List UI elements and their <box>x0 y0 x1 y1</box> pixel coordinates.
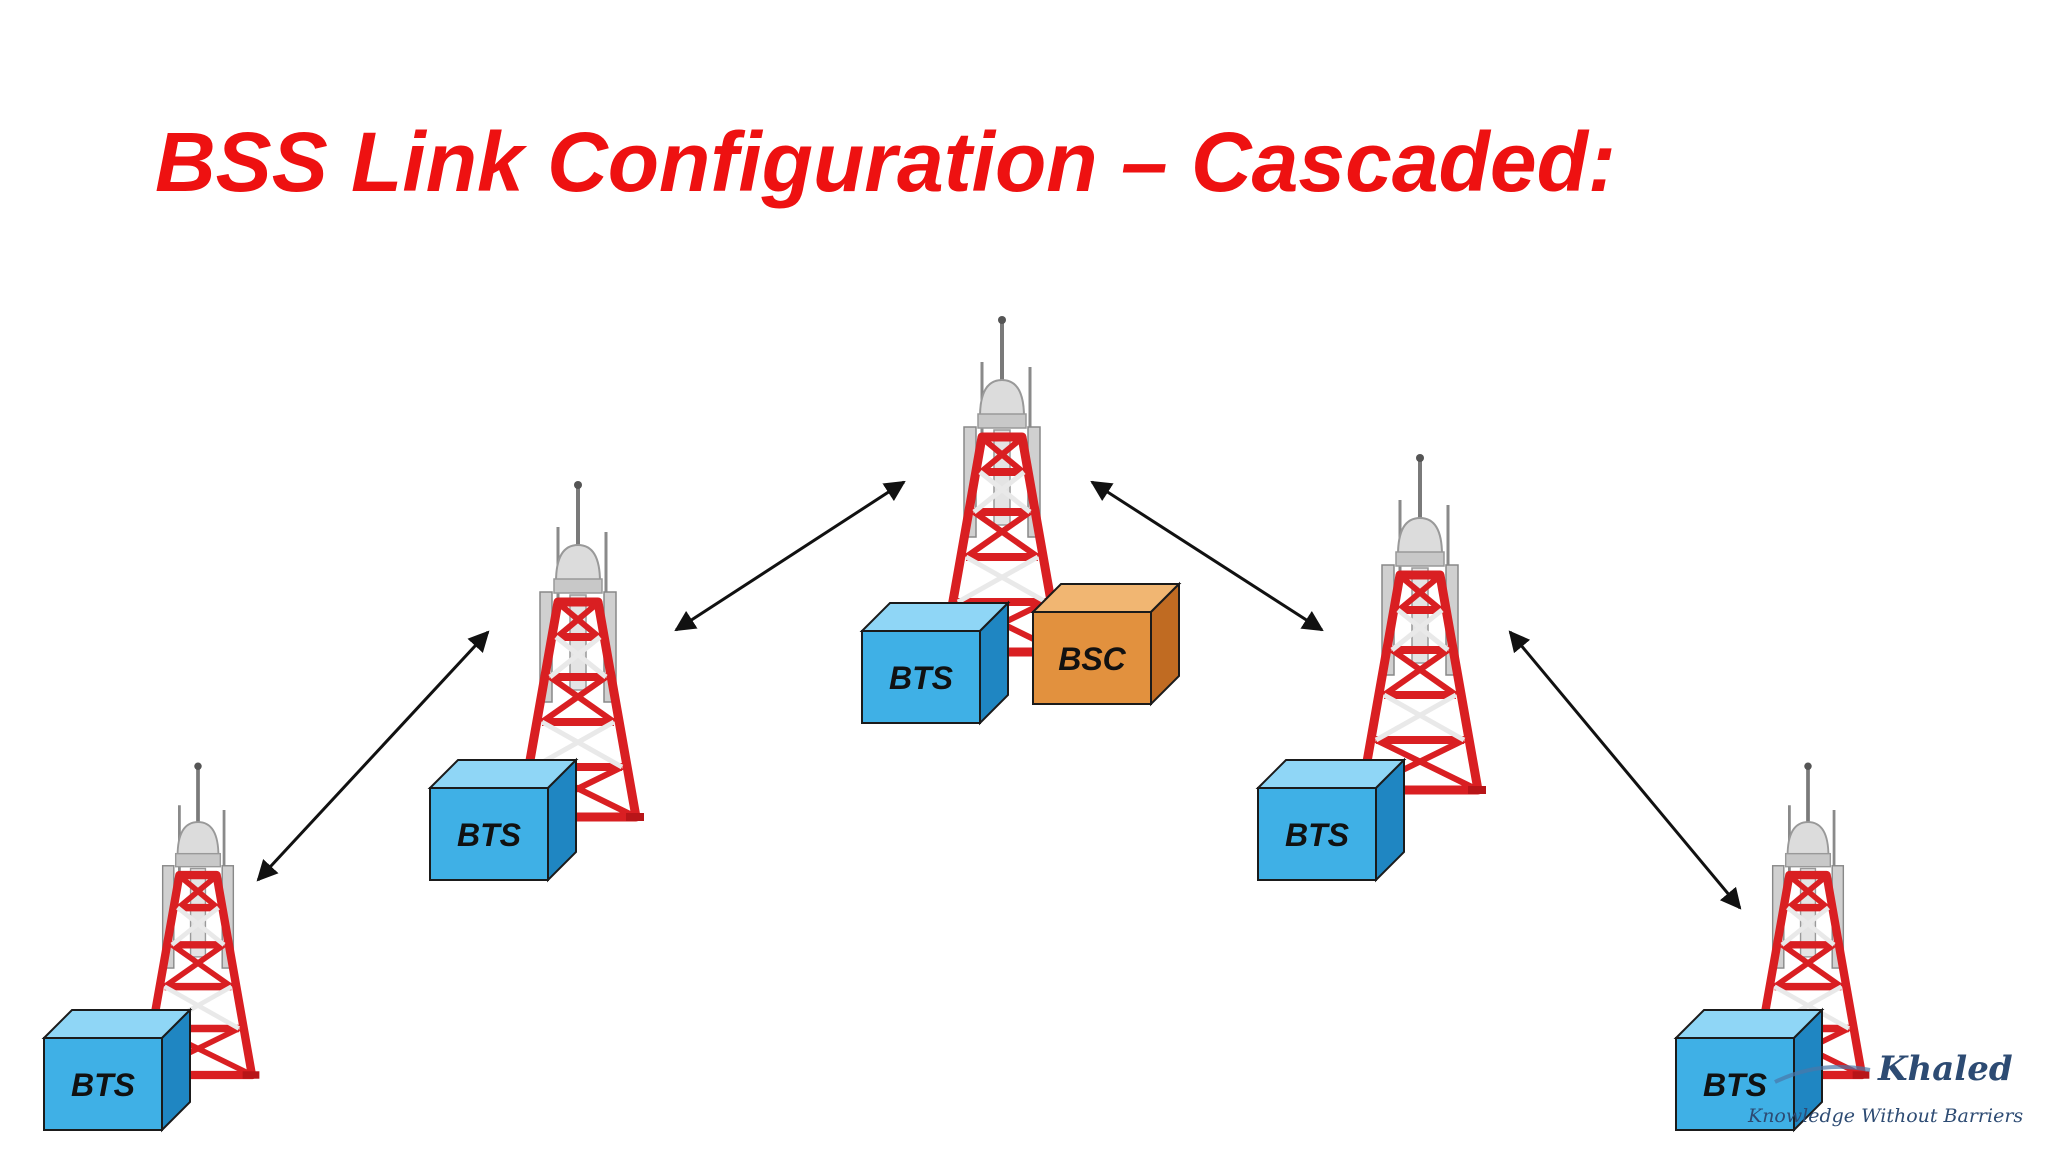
link-site1-site2 <box>256 630 490 882</box>
box-front-face <box>1032 611 1152 705</box>
box-label: BTS <box>889 660 954 696</box>
tower-site-4 <box>1354 454 1486 794</box>
box-label: BSC <box>1058 641 1126 677</box>
bts-box-site-2: BTS <box>427 757 579 883</box>
bts-box-site-1: BTS <box>41 1007 193 1133</box>
links <box>256 480 1742 910</box>
box-front-face <box>43 1037 163 1131</box>
watermark: Khaled Knowledge Without Barriers <box>1747 1049 2023 1127</box>
box-front-face <box>1675 1037 1795 1131</box>
box-label: BTS <box>1285 817 1350 853</box>
link-site4-site5 <box>1508 630 1742 910</box>
bsc-box-site-hub: BSC <box>1030 581 1182 707</box>
box-front-face <box>429 787 549 881</box>
box-label: BTS <box>1703 1067 1768 1103</box>
link-site2-hub <box>674 480 906 632</box>
link-hub-site4 <box>1090 480 1324 632</box>
bts-box-site-hub: BTS <box>859 600 1011 726</box>
bts-box-site-4: BTS <box>1255 757 1407 883</box>
box-front-face <box>861 630 981 724</box>
box-front-face <box>1257 787 1377 881</box>
box-label: BTS <box>457 817 522 853</box>
slide-title: BSS Link Configuration – Cascaded: <box>155 115 1616 209</box>
watermark-swoosh-icon <box>1774 1064 1871 1084</box>
box-label: BTS <box>71 1067 136 1103</box>
watermark-tagline: Knowledge Without Barriers <box>1747 1105 2023 1127</box>
watermark-name: Khaled <box>1877 1049 2013 1089</box>
